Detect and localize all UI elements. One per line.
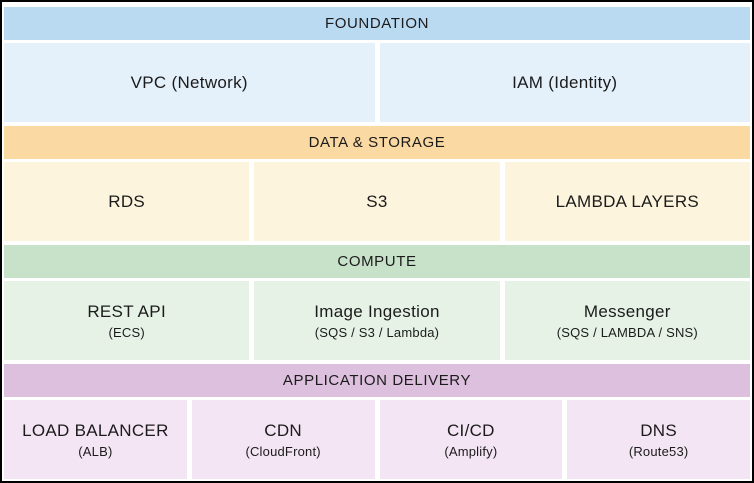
cell-s3: S3 — [254, 162, 500, 241]
section-foundation: FOUNDATION VPC (Network) IAM (Identity) — [4, 7, 750, 122]
foundation-row: VPC (Network) IAM (Identity) — [4, 43, 750, 122]
section-data-storage: DATA & STORAGE RDS S3 LAMBDA LAYERS — [4, 126, 750, 241]
data-storage-row: RDS S3 LAMBDA LAYERS — [4, 162, 750, 241]
cell-label: Image Ingestion — [314, 301, 440, 321]
cell-sublabel: (ALB) — [78, 443, 113, 459]
cell-vpc: VPC (Network) — [4, 43, 375, 122]
cell-lambda-layers: LAMBDA LAYERS — [504, 162, 750, 241]
cell-label: LOAD BALANCER — [22, 420, 169, 440]
compute-header: COMPUTE — [4, 245, 750, 278]
cell-label: DNS — [640, 420, 678, 440]
data-storage-header: DATA & STORAGE — [4, 126, 750, 159]
foundation-header: FOUNDATION — [4, 7, 750, 40]
cell-cicd: CI/CD (Amplify) — [379, 400, 563, 479]
cell-label: Messenger — [583, 301, 671, 321]
cell-sublabel: (Route53) — [628, 443, 689, 459]
cell-label: CDN — [264, 420, 302, 440]
cell-rds: RDS — [4, 162, 250, 241]
cell-dns: DNS (Route53) — [567, 400, 750, 479]
compute-title: COMPUTE — [337, 253, 417, 270]
cell-image-ingestion: Image Ingestion (SQS / S3 / Lambda) — [254, 281, 500, 360]
cell-cdn: CDN (CloudFront) — [191, 400, 375, 479]
section-compute: COMPUTE REST API (ECS) Image Ingestion (… — [4, 245, 750, 360]
cell-label: LAMBDA LAYERS — [555, 191, 700, 211]
cell-load-balancer: LOAD BALANCER (ALB) — [4, 400, 187, 479]
cell-rest-api: REST API (ECS) — [4, 281, 250, 360]
cell-label: REST API — [87, 301, 166, 321]
application-delivery-header: APPLICATION DELIVERY — [4, 364, 750, 397]
cell-sublabel: (CloudFront) — [245, 443, 321, 459]
cell-label: CI/CD — [446, 420, 495, 440]
cell-sublabel: (ECS) — [108, 324, 145, 340]
section-application-delivery: APPLICATION DELIVERY LOAD BALANCER (ALB)… — [4, 364, 750, 479]
cell-messenger: Messenger (SQS / LAMBDA / SNS) — [504, 281, 750, 360]
cell-label: S3 — [366, 191, 388, 211]
cell-iam: IAM (Identity) — [379, 43, 750, 122]
cell-sublabel: (Amplify) — [444, 443, 498, 459]
cell-sublabel: (SQS / LAMBDA / SNS) — [556, 324, 698, 340]
cell-label: RDS — [108, 191, 146, 211]
data-storage-title: DATA & STORAGE — [308, 134, 446, 151]
cell-label: VPC (Network) — [130, 72, 248, 92]
cell-label: IAM (Identity) — [512, 72, 618, 92]
compute-row: REST API (ECS) Image Ingestion (SQS / S3… — [4, 281, 750, 360]
cell-sublabel: (SQS / S3 / Lambda) — [314, 324, 440, 340]
foundation-title: FOUNDATION — [324, 15, 430, 32]
application-delivery-row: LOAD BALANCER (ALB) CDN (CloudFront) CI/… — [4, 400, 750, 479]
application-delivery-title: APPLICATION DELIVERY — [282, 372, 472, 389]
